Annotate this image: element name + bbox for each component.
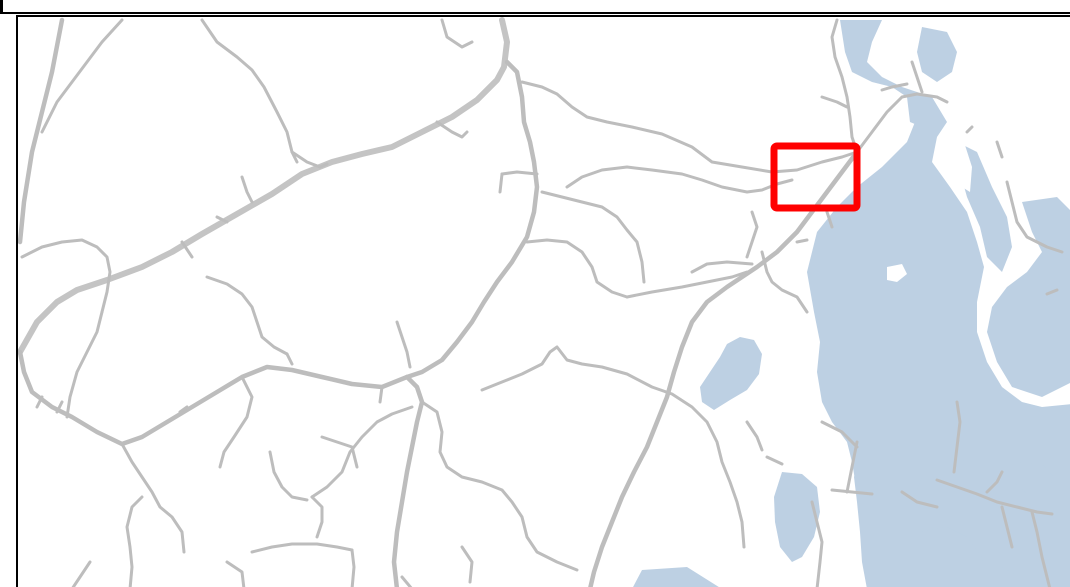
location-marker[interactable] [770,142,861,212]
road-south-central [391,374,425,587]
road-west-loop [18,349,410,447]
top-frame [0,0,1070,14]
major-roads [18,59,860,587]
island-peninsula [952,132,972,192]
lake-upper-right [917,27,957,82]
lake-small-east [1014,462,1054,494]
map-view[interactable] [16,15,1070,587]
highway-north-left [18,17,65,245]
lake-small-south [1002,537,1022,574]
road-north-south-central [404,59,540,380]
lake-southeast-strip [1057,532,1070,572]
lake-southeast [960,407,1002,497]
lake-bottom-edge [633,567,719,587]
map-canvas[interactable] [18,17,1070,587]
road-diagonal-southeast [588,149,860,587]
island-large [887,264,907,282]
highway-main [18,17,510,355]
lake-main [807,20,1070,587]
lake-bottom-left [774,472,820,562]
lake-west-oval [700,337,762,410]
minor-roads [20,18,1064,587]
lake-small-north [907,97,932,127]
water-layer [633,20,1070,587]
highway-layer [18,17,510,355]
lake-south-center [854,447,987,587]
